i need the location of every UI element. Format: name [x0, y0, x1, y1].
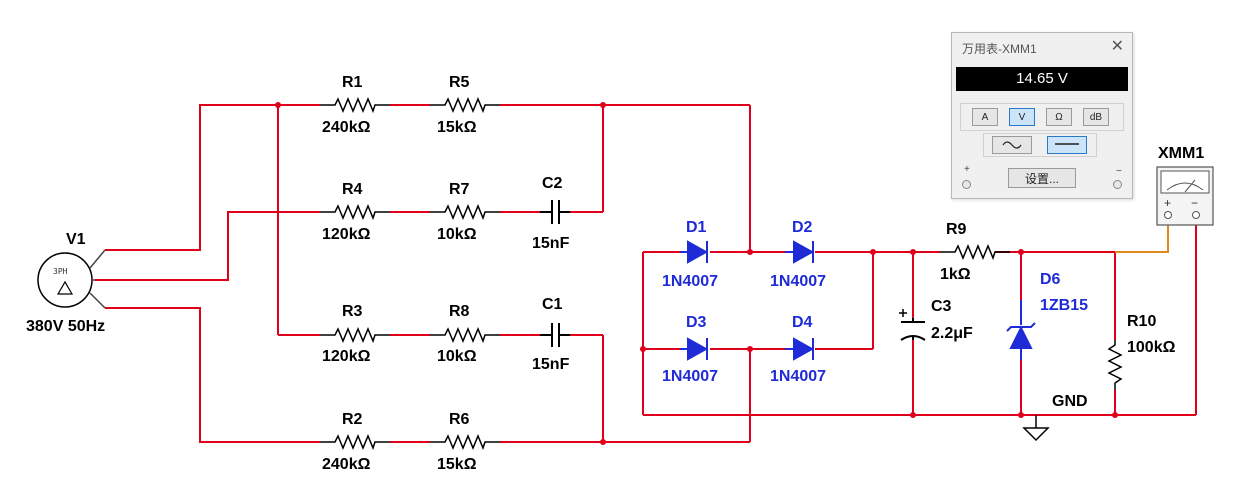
d4-part: 1N4007	[770, 368, 826, 385]
resistor-r1[interactable]	[319, 98, 391, 112]
plus-terminal-icon[interactable]	[962, 180, 971, 189]
r8-name: R8	[449, 303, 470, 320]
diode-d3[interactable]	[680, 337, 709, 361]
r5-name: R5	[449, 74, 470, 91]
minus-terminal-icon[interactable]	[1113, 180, 1122, 189]
c2-name: C2	[542, 175, 563, 192]
source-phase-label: 3PH	[53, 267, 68, 276]
wires	[95, 104, 1197, 443]
mode-db-button[interactable]: dB	[1083, 108, 1109, 126]
three-phase-source[interactable]: 3PH	[37, 249, 106, 309]
resistor-r6[interactable]	[429, 435, 501, 449]
r1-value: 240kΩ	[322, 119, 371, 136]
ac-mode-button[interactable]	[992, 136, 1032, 154]
ground-label: GND	[1052, 393, 1088, 410]
d1-part: 1N4007	[662, 273, 718, 290]
r3-value: 120kΩ	[322, 348, 371, 365]
xmm1-minus-label: −	[1191, 196, 1198, 210]
capacitor-c1[interactable]	[540, 323, 570, 347]
junctions	[275, 102, 1118, 445]
multimeter-window[interactable]: 万用表-XMM1 ✕ 14.65 V A V Ω dB + − 设置...	[951, 32, 1133, 199]
r9-value: 1kΩ	[940, 266, 971, 283]
dc-line-icon	[1055, 143, 1079, 145]
xmm1-plus-label: +	[1164, 196, 1171, 210]
zener-diode-d6[interactable]	[1006, 300, 1036, 360]
c3-value: 2.2μF	[931, 325, 973, 342]
capacitor-c2[interactable]	[540, 200, 570, 224]
mode-amps-button[interactable]: A	[972, 108, 998, 126]
mode-ohms-button[interactable]: Ω	[1046, 108, 1072, 126]
r6-name: R6	[449, 411, 470, 428]
dc-mode-button[interactable]	[1047, 136, 1087, 154]
c3-name: C3	[931, 298, 952, 315]
mode-volts-button[interactable]: V	[1009, 108, 1035, 126]
r4-name: R4	[342, 181, 363, 198]
r10-value: 100kΩ	[1127, 339, 1176, 356]
r7-value: 10kΩ	[437, 226, 477, 243]
close-icon[interactable]: ✕	[1110, 38, 1124, 55]
window-plus-label: +	[964, 164, 970, 175]
multimeter-symbol[interactable]: + −	[1156, 166, 1214, 226]
d3-part: 1N4007	[662, 368, 718, 385]
settings-button[interactable]: 设置...	[1008, 168, 1076, 188]
d2-part: 1N4007	[770, 273, 826, 290]
r2-name: R2	[342, 411, 363, 428]
mode-group	[960, 103, 1124, 131]
capacitor-c3[interactable]	[899, 309, 926, 341]
r5-value: 15kΩ	[437, 119, 477, 136]
resistor-r5[interactable]	[429, 98, 501, 112]
d2-name: D2	[792, 219, 813, 236]
c2-value: 15nF	[532, 235, 570, 252]
xmm1-name: XMM1	[1158, 145, 1204, 162]
resistor-r10[interactable]	[1107, 340, 1123, 390]
diode-d4[interactable]	[785, 337, 815, 361]
r10-name: R10	[1127, 313, 1156, 330]
c1-value: 15nF	[532, 356, 570, 373]
r8-value: 10kΩ	[437, 348, 477, 365]
resistor-r7[interactable]	[429, 205, 501, 219]
r2-value: 240kΩ	[322, 456, 371, 473]
r1-name: R1	[342, 74, 363, 91]
d3-name: D3	[686, 314, 707, 331]
resistor-r4[interactable]	[319, 205, 391, 219]
diode-d1[interactable]	[680, 240, 709, 264]
d6-part: 1ZB15	[1040, 297, 1088, 314]
d6-name: D6	[1040, 271, 1061, 288]
d1-name: D1	[686, 219, 707, 236]
c1-name: C1	[542, 296, 563, 313]
signal-group	[983, 133, 1097, 157]
multimeter-window-title: 万用表-XMM1	[962, 42, 1037, 56]
resistor-r9[interactable]	[939, 245, 1011, 259]
resistor-r2[interactable]	[319, 435, 391, 449]
r6-value: 15kΩ	[437, 456, 477, 473]
ground-symbol	[1022, 415, 1050, 442]
multimeter-reading: 14.65 V	[956, 67, 1128, 91]
source-name: V1	[66, 231, 86, 248]
diode-d2[interactable]	[785, 240, 815, 264]
r9-name: R9	[946, 221, 967, 238]
r4-value: 120kΩ	[322, 226, 371, 243]
r3-name: R3	[342, 303, 363, 320]
resistor-r3[interactable]	[319, 328, 391, 342]
resistor-r8[interactable]	[429, 328, 501, 342]
d4-name: D4	[792, 314, 813, 331]
meter-lead	[1115, 222, 1169, 253]
window-minus-label: −	[1116, 166, 1122, 177]
ac-wave-icon	[1002, 141, 1022, 149]
r7-name: R7	[449, 181, 470, 198]
source-rating: 380V 50Hz	[26, 318, 105, 335]
